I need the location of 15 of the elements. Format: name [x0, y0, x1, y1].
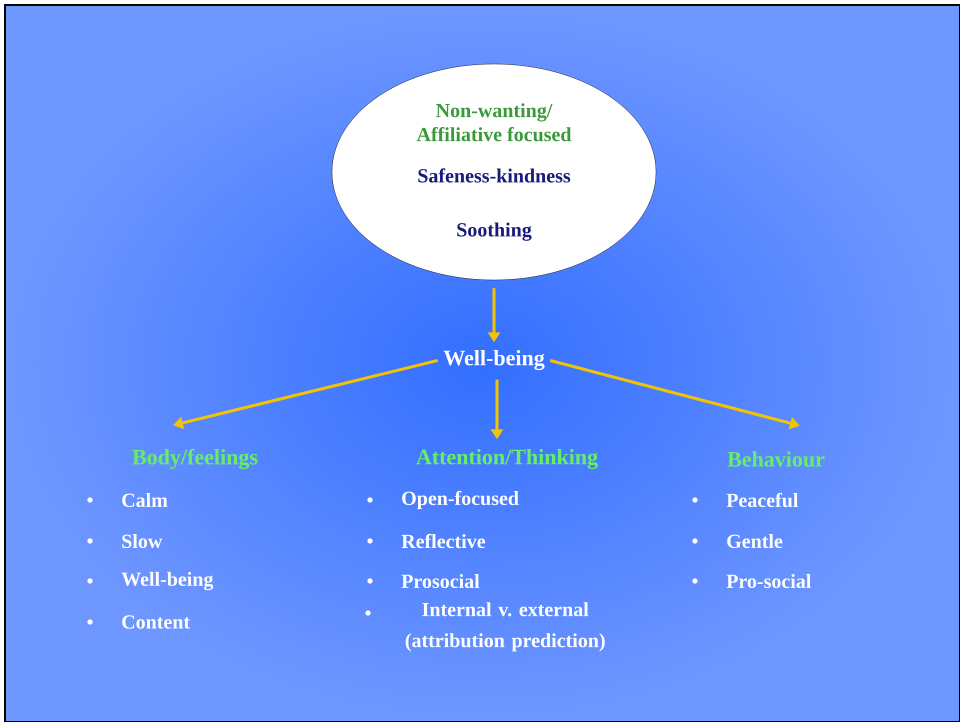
column-heading: Body/feelings — [132, 448, 258, 470]
bullet-item: Prosocial — [402, 574, 480, 588]
bullet-item: Well-being — [121, 572, 214, 590]
bullet-item: Reflective — [402, 534, 486, 548]
heading: Well-being — [444, 350, 545, 370]
column-heading: Behaviour — [727, 451, 824, 467]
bullet-item: Open-focused — [402, 490, 519, 510]
bullet-item: Pro-social — [726, 574, 812, 588]
bullet-item: Gentle — [727, 534, 782, 548]
bullet-item: Peaceful — [726, 492, 798, 508]
bullet-item: Calm — [122, 492, 168, 508]
bullet-item: Slow — [122, 534, 162, 548]
bullet-item: Internal v. external (attribution prediction) — [406, 602, 605, 652]
column-heading: Attention/Thinking — [416, 448, 598, 470]
bullet-item: Content — [122, 615, 190, 629]
